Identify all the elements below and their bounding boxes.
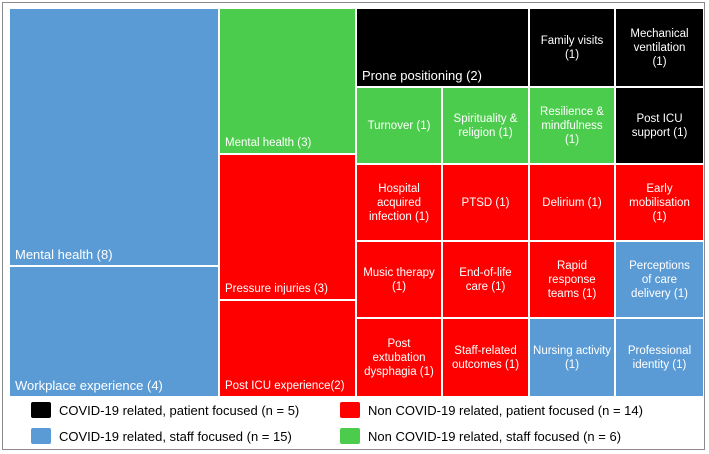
legend-label: Non COVID-19 related, staff focused (n =… (368, 428, 622, 444)
tile-label: Perceptions of care delivery (1) (629, 259, 690, 300)
tile-label: Mechanical ventilation (1) (630, 27, 689, 68)
treemap-tile: Resilience & mindfulness (1) (529, 87, 615, 164)
tile-label: Staff-related outcomes (1) (451, 344, 520, 371)
treemap-tile: End-of-life care (1) (442, 241, 529, 318)
treemap-tile: Nursing activity (1) (529, 318, 615, 397)
legend-swatch (31, 428, 51, 444)
legend-item: COVID-19 related, patient focused (n = 5… (31, 402, 299, 418)
tile-label: PTSD (1) (461, 196, 510, 209)
tile-label: Post ICU experience(2) (225, 380, 345, 392)
tile-label: Pressure injuries (3) (225, 283, 328, 295)
treemap-tile: Early mobilisation (1) (615, 164, 704, 241)
tile-label: Rapid response teams (1) (547, 259, 597, 300)
tile-label: End-of-life care (1) (459, 266, 512, 293)
legend-label: COVID-19 related, staff focused (n = 15) (59, 428, 292, 444)
treemap-tile: Prone positioning (2) (356, 8, 529, 87)
tile-label: Workplace experience (4) (15, 378, 163, 393)
treemap-tile: Mechanical ventilation (1) (615, 8, 704, 87)
legend-item: COVID-19 related, staff focused (n = 15) (31, 428, 292, 444)
legend-swatch (340, 428, 360, 444)
tile-label: Post extubation dysphagia (1) (364, 337, 434, 378)
tile-label: Mental health (3) (225, 137, 312, 149)
tile-label: Turnover (1) (367, 119, 431, 132)
tile-label: Resilience & mindfulness (1) (540, 105, 604, 146)
tile-label: Mental health (8) (15, 247, 113, 262)
tile-label: Family visits (1) (540, 34, 604, 61)
treemap-tile: Spirituality & religion (1) (442, 87, 529, 164)
treemap-tile: Professional identity (1) (615, 318, 704, 397)
legend-item: Non COVID-19 related, patient focused (n… (340, 402, 643, 418)
legend-label: COVID-19 related, patient focused (n = 5… (59, 402, 300, 418)
tile-label: Spirituality & religion (1) (453, 112, 518, 139)
treemap-tile: Music therapy (1) (356, 241, 442, 318)
treemap-tile: Rapid response teams (1) (529, 241, 615, 318)
treemap-tile: Hospital acquired infection (1) (356, 164, 442, 241)
tile-label: Post ICU support (1) (631, 112, 688, 139)
tile-label: Hospital acquired infection (1) (368, 182, 430, 223)
treemap-tile: Mental health (3) (219, 8, 356, 154)
legend-label: Non COVID-19 related, patient focused (n… (368, 402, 643, 418)
treemap-tile: Delirium (1) (529, 164, 615, 241)
legend-swatch (340, 402, 360, 418)
treemap-tile: Staff-related outcomes (1) (442, 318, 529, 397)
treemap-tile: Perceptions of care delivery (1) (615, 241, 704, 318)
figure-frame: Mental health (8) Workplace experience (4… (2, 2, 705, 450)
treemap-tile: Post extubation dysphagia (1) (356, 318, 442, 397)
tile-label: Delirium (1) (542, 196, 602, 209)
treemap-tile: Post ICU support (1) (615, 87, 704, 164)
treemap-tile: Pressure injuries (3) (219, 154, 356, 300)
treemap-tile: Mental health (8) (9, 8, 219, 266)
tile-label: Professional identity (1) (627, 344, 692, 371)
treemap-tile: Post ICU experience(2) (219, 300, 356, 397)
treemap-tile: Family visits (1) (529, 8, 615, 87)
treemap: Mental health (8) Workplace experience (4… (9, 8, 704, 397)
tile-label: Early mobilisation (1) (629, 182, 690, 223)
tile-label: Music therapy (1) (363, 266, 435, 293)
legend-item: Non COVID-19 related, staff focused (n =… (340, 428, 621, 444)
tile-label: Prone positioning (2) (362, 68, 482, 83)
treemap-tile: Turnover (1) (356, 87, 442, 164)
treemap-tile: PTSD (1) (442, 164, 529, 241)
legend: COVID-19 related, patient focused (n = 5… (31, 402, 691, 448)
treemap-tile: Workplace experience (4) (9, 266, 219, 397)
tile-label: Nursing activity (1) (533, 344, 611, 371)
legend-swatch (31, 402, 51, 418)
